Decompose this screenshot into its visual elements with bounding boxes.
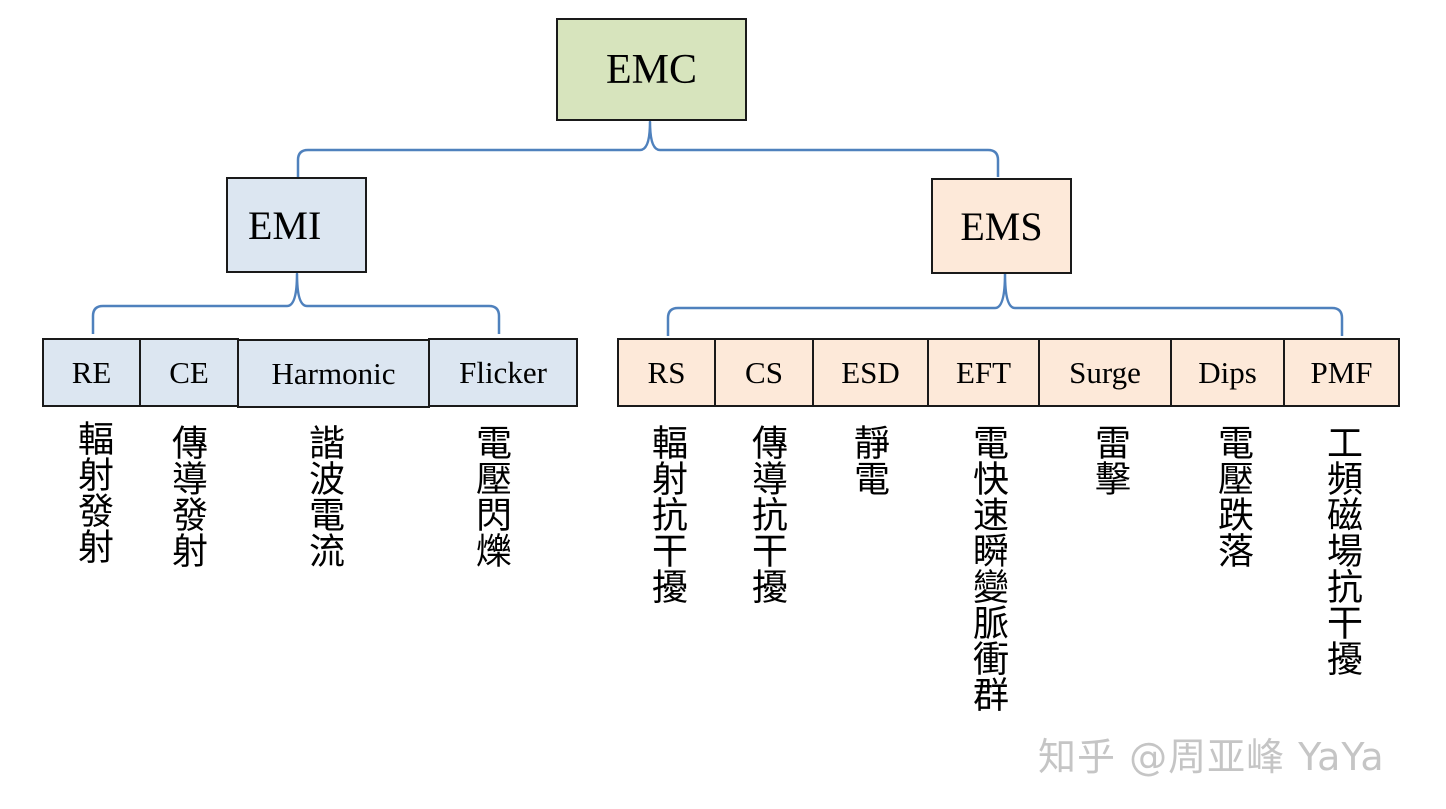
emi-node: EMI	[226, 177, 367, 273]
emc-node: EMC	[556, 18, 747, 121]
ems-item-cs: CS	[714, 338, 814, 407]
ems-desc-dips: 電壓跌落	[1212, 424, 1253, 568]
ems-item-label: EFT	[955, 354, 1012, 390]
ems-label: EMS	[960, 203, 1043, 249]
ems-item-label: RS	[647, 354, 686, 390]
emi-item-re: RE	[42, 338, 141, 407]
ems-desc-rs: 輻射抗干擾	[646, 424, 687, 604]
watermark: 知乎 @周亚峰 YaYa	[1038, 735, 1385, 779]
ems-item-esd: ESD	[812, 338, 929, 407]
emi-item-label: Harmonic	[271, 355, 396, 391]
ems-item-rs: RS	[617, 338, 716, 407]
ems-desc-surge: 雷擊	[1089, 424, 1130, 496]
ems-item-eft: EFT	[927, 338, 1040, 407]
emi-item-flicker: Flicker	[428, 338, 578, 407]
ems-item-surge: Surge	[1038, 338, 1172, 407]
emi-desc-flicker: 電壓閃爍	[470, 424, 511, 568]
ems-item-label: Dips	[1198, 354, 1257, 390]
bracket-ems	[666, 272, 1344, 336]
ems-node: EMS	[931, 178, 1072, 274]
emi-desc-harmonic: 諧波電流	[303, 424, 344, 568]
emi-desc-re: 輻射發射	[72, 420, 113, 564]
ems-item-label: ESD	[841, 354, 900, 390]
ems-desc-esd: 靜電	[848, 424, 889, 496]
ems-item-label: CS	[745, 354, 783, 390]
ems-desc-eft: 電快速瞬變脈衝群	[967, 424, 1008, 712]
emi-desc-ce: 傳導發射	[166, 424, 207, 568]
ems-item-dips: Dips	[1170, 338, 1285, 407]
ems-item-pmf: PMF	[1283, 338, 1400, 407]
ems-item-label: Surge	[1069, 354, 1141, 390]
emi-item-harmonic: Harmonic	[237, 339, 430, 408]
emi-item-label: RE	[71, 354, 112, 390]
emi-item-ce: CE	[139, 338, 239, 407]
ems-item-label: PMF	[1310, 354, 1373, 390]
emi-item-label: CE	[169, 354, 209, 390]
bracket-emc	[296, 120, 1000, 177]
bracket-emi	[91, 272, 501, 334]
emc-label: EMC	[605, 46, 697, 93]
emi-item-label: Flicker	[459, 354, 547, 390]
emi-label: EMI	[248, 202, 322, 248]
ems-desc-cs: 傳導抗干擾	[746, 424, 787, 604]
ems-desc-pmf: 工頻磁場抗干擾	[1321, 424, 1362, 676]
